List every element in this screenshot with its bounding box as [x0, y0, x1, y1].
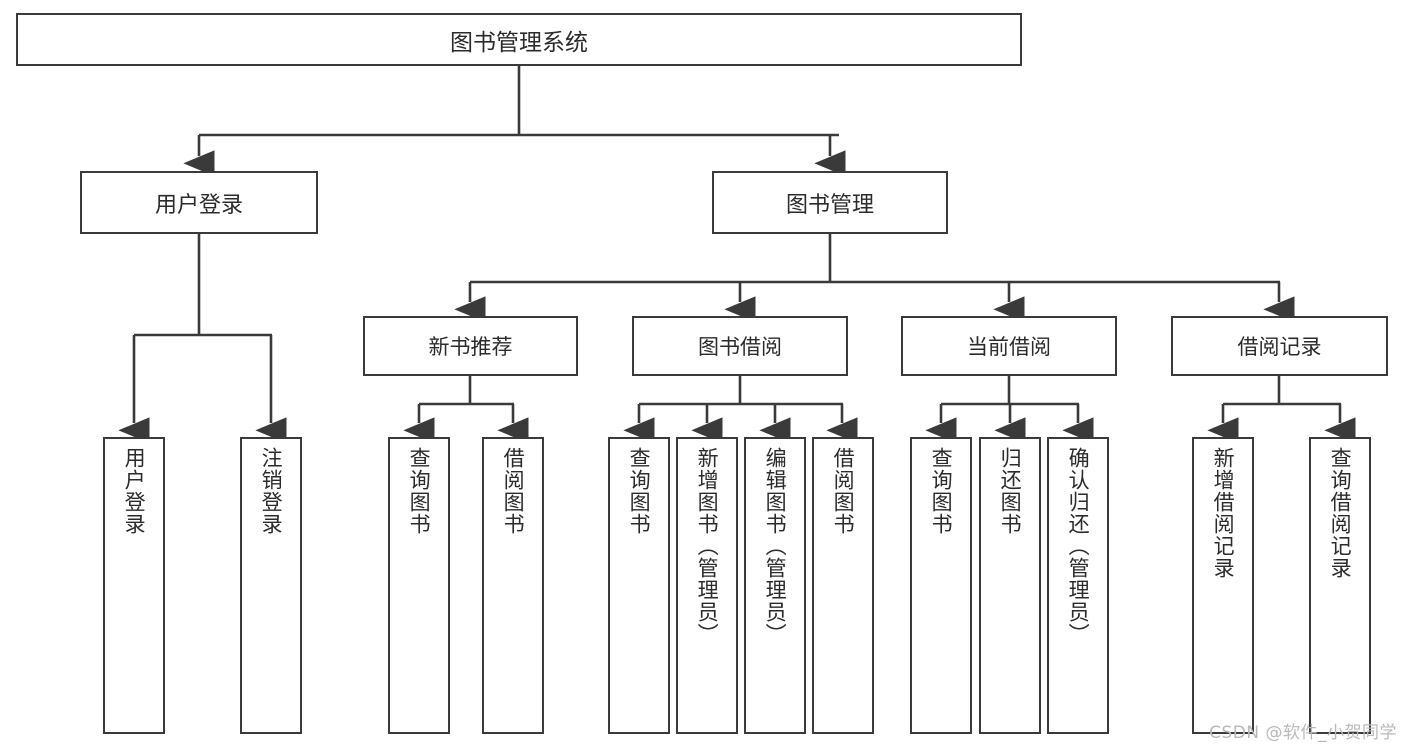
node-label: 注销登录: [259, 447, 284, 535]
node-label: 确认归还（管理员）: [1066, 447, 1091, 645]
watermark-text: CSDN @软件_小贺同学: [1209, 723, 1397, 743]
node-label: 借阅记录: [1237, 335, 1322, 359]
node-label: 用户登录: [154, 192, 243, 218]
leaf-book-borrow-add-book-admin[interactable]: 新增图书（管理员）: [676, 437, 738, 734]
leaf-current-borrow-query-book[interactable]: 查询图书: [910, 437, 972, 734]
leaf-book-borrow-query-book[interactable]: 查询图书: [608, 437, 670, 734]
node-label: 编辑图书（管理员）: [763, 447, 788, 645]
node-borrow-record[interactable]: 借阅记录: [1171, 316, 1388, 376]
leaf-borrow-record-query-record[interactable]: 查询借阅记录: [1309, 437, 1371, 734]
node-book-borrow[interactable]: 图书借阅: [632, 316, 848, 376]
node-label: 新增图书（管理员）: [695, 447, 720, 645]
node-current-borrow[interactable]: 当前借阅: [901, 316, 1117, 376]
leaf-current-borrow-return-book[interactable]: 归还图书: [979, 437, 1041, 734]
node-root-system[interactable]: 图书管理系统: [16, 13, 1022, 66]
leaf-current-borrow-confirm-return-admin[interactable]: 确认归还（管理员）: [1047, 437, 1109, 734]
node-label: 查询图书: [929, 447, 954, 535]
leaf-new-book-query-book[interactable]: 查询图书: [388, 437, 450, 734]
node-label: 借阅图书: [501, 447, 526, 535]
leaf-user-login-logout[interactable]: 注销登录: [240, 437, 302, 734]
node-label: 新增借阅记录: [1211, 447, 1236, 579]
node-label: 新书推荐: [428, 335, 513, 359]
leaf-book-borrow-edit-book-admin[interactable]: 编辑图书（管理员）: [744, 437, 806, 734]
leaf-book-borrow-borrow-book[interactable]: 借阅图书: [812, 437, 874, 734]
node-new-book-recommend[interactable]: 新书推荐: [363, 316, 578, 376]
node-user-login[interactable]: 用户登录: [80, 171, 318, 234]
node-label: 归还图书: [998, 447, 1023, 535]
node-label: 图书管理: [785, 192, 874, 218]
leaf-borrow-record-add-record[interactable]: 新增借阅记录: [1192, 437, 1254, 734]
node-label: 图书借阅: [698, 335, 782, 359]
leaf-user-login-login[interactable]: 用户登录: [103, 437, 165, 734]
leaf-new-book-borrow-book[interactable]: 借阅图书: [482, 437, 544, 734]
node-label: 用户登录: [122, 447, 147, 535]
node-label: 借阅图书: [831, 447, 856, 535]
node-label: 当前借阅: [967, 335, 1051, 359]
node-book-management[interactable]: 图书管理: [712, 171, 948, 234]
node-label: 图书管理系统: [450, 29, 588, 56]
node-label: 查询图书: [407, 447, 432, 535]
node-label: 查询借阅记录: [1328, 447, 1353, 579]
node-label: 查询图书: [627, 447, 652, 535]
